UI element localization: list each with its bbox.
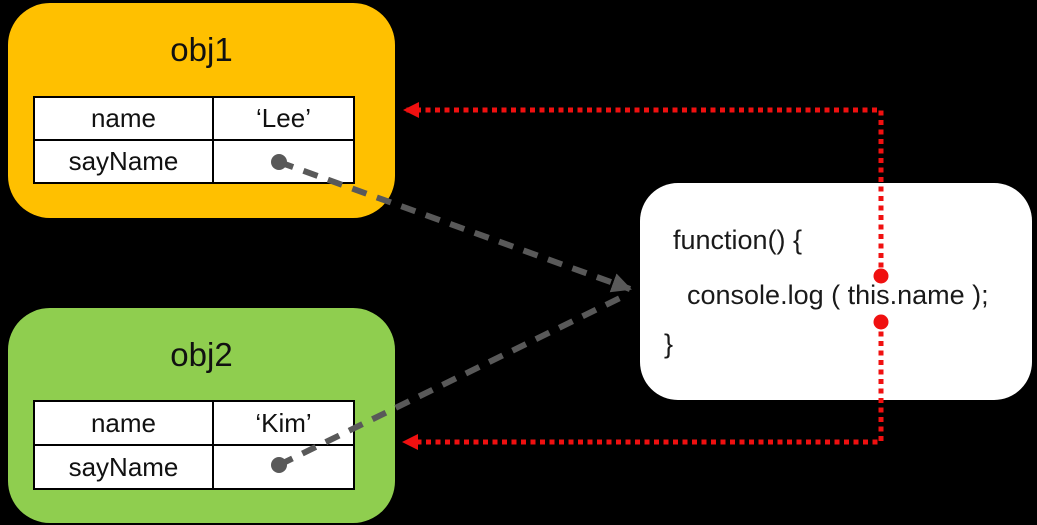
obj2-table: name ‘Kim’ sayName [33,400,355,490]
code-line-function-close: } [664,329,674,359]
function-box: function() { console.log ( this.name ); … [640,183,1032,400]
obj1-box: obj1 name ‘Lee’ sayName [8,3,395,218]
obj2-box: obj2 name ‘Kim’ sayName [8,308,395,523]
obj1-sayname-key-cell: sayName [35,141,212,182]
code-line-console-log: console.log ( this.name ); [687,280,989,310]
code-line-function-open: function() { [673,225,803,255]
obj1-title: obj1 [170,31,233,68]
obj2-sayname-value-cell [214,446,353,488]
obj2-title: obj2 [170,336,233,373]
obj2-sayname-key-cell: sayName [35,446,212,488]
obj1-name-value-cell: ‘Lee’ [214,98,353,139]
obj1-table: name ‘Lee’ sayName [33,96,355,184]
obj1-name-key-cell: name [35,98,212,139]
obj2-name-key-cell: name [35,402,212,444]
obj2-name-value-cell: ‘Kim’ [214,402,353,444]
obj1-sayname-value-cell [214,141,353,182]
